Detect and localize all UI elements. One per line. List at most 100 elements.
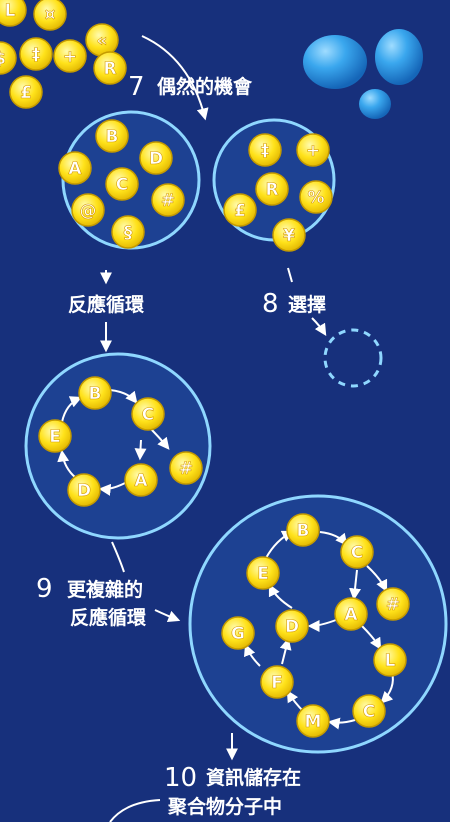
circle-a-ball-3: D — [139, 141, 173, 175]
svg-text:¤: ¤ — [45, 5, 56, 25]
svg-text:+: + — [63, 47, 77, 67]
connector-arrows — [100, 35, 327, 822]
step10-line1: 資訊儲存在 — [206, 766, 301, 789]
circle-b-ball-2: + — [296, 133, 330, 167]
step10-label: 10 資訊儲存在 聚合物分子中 — [164, 763, 301, 818]
curve-bottom — [109, 799, 161, 822]
circle-b-ball-1: ‡ — [248, 133, 282, 167]
cycle-big-ball-6: D — [275, 609, 309, 643]
step7-text: 偶然的機會 — [157, 75, 253, 98]
step8-text: 選擇 — [288, 294, 326, 316]
circle-a-ball-4: C — [105, 167, 139, 201]
svg-text:%: % — [307, 188, 324, 208]
svg-text:A: A — [68, 159, 82, 179]
top-ball-1: L — [0, 0, 27, 27]
circle-a-ball-5: @ — [71, 193, 105, 227]
svg-text:@: @ — [80, 201, 97, 221]
cycle-small-ball-3: E — [38, 419, 72, 453]
circle-b-ball-6: ¥ — [272, 218, 306, 252]
svg-text:¥: ¥ — [283, 226, 295, 246]
bubble-cluster — [303, 29, 423, 119]
cycle-small-ball-4: # — [169, 451, 203, 485]
step9-line2: 反應循環 — [70, 606, 147, 629]
arrow-to-step8-circle — [141, 35, 209, 121]
top-ball-4: ‡ — [19, 37, 53, 71]
circle-b-ball-4: % — [299, 180, 333, 214]
svg-text:B: B — [297, 521, 310, 541]
step8-label: 8 選擇 — [262, 289, 326, 319]
cycle-big-ball-9: F — [260, 665, 294, 699]
step8-number: 8 — [262, 289, 279, 319]
svg-text:L: L — [5, 1, 16, 21]
svg-text:C: C — [363, 702, 375, 722]
cycle-small-ball-1: B — [78, 376, 112, 410]
circle-a-ball-7: § — [111, 215, 145, 249]
arrow-step9-in — [111, 541, 125, 573]
svg-text:#: # — [179, 459, 193, 479]
top-ball-6: « — [85, 23, 119, 57]
circle-a-ball-1: B — [95, 119, 129, 153]
svg-text:A: A — [344, 605, 358, 625]
bubble-2 — [375, 29, 423, 85]
cycle-big-ball-10: C — [352, 694, 386, 728]
top-ball-7: R — [93, 51, 127, 85]
svg-text:B: B — [89, 384, 102, 404]
circle-a-ball-2: A — [58, 151, 92, 185]
step7-label: 7 偶然的機會 — [128, 72, 253, 102]
cycle-big-ball-2: C — [340, 535, 374, 569]
cycle-big-ball-7: G — [221, 616, 255, 650]
svg-text:R: R — [265, 180, 278, 200]
svg-text:M: M — [305, 712, 322, 732]
svg-text:L: L — [385, 651, 396, 671]
svg-text:§: § — [124, 223, 133, 243]
svg-text:£: £ — [20, 83, 32, 103]
top-ball-5: + — [53, 39, 87, 73]
step9-line1: 更複雜的 — [67, 578, 143, 601]
circle-a-ball-6: # — [151, 183, 185, 217]
svg-text:E: E — [257, 564, 269, 584]
svg-text:+: + — [306, 141, 320, 161]
step9-number: 9 — [36, 574, 53, 604]
svg-text:B: B — [106, 127, 119, 147]
svg-text:G: G — [231, 624, 245, 644]
svg-text:A: A — [134, 471, 148, 491]
step9-label: 9 更複雜的 反應循環 — [36, 574, 147, 629]
svg-text:F: F — [271, 673, 283, 693]
cycle-big-ball-8: L — [373, 643, 407, 677]
svg-text:D: D — [149, 149, 163, 169]
top-ball-3: $ — [0, 41, 17, 75]
arrow-step9-out — [154, 609, 181, 623]
arrow-select-1 — [287, 267, 293, 283]
step10-number: 10 — [164, 763, 197, 793]
cycle-big-ball-4: A — [334, 597, 368, 631]
cycle-small-ball-5: A — [124, 463, 158, 497]
cycle-small-ball-6: D — [67, 473, 101, 507]
svg-text:#: # — [161, 191, 175, 211]
top-ball-8: £ — [9, 75, 43, 109]
svg-text:E: E — [49, 427, 61, 447]
svg-text:‡: ‡ — [261, 141, 270, 161]
svg-text:R: R — [103, 59, 116, 79]
svg-text:C: C — [142, 405, 154, 425]
top-ball-2: ¤ — [33, 0, 67, 31]
cycle-big-ball-3: E — [246, 556, 280, 590]
cycle-small-ball-2: C — [131, 397, 165, 431]
bubble-3 — [359, 89, 391, 119]
cycle-big-ball-1: B — [286, 513, 320, 547]
circle-b-ball-5: £ — [223, 193, 257, 227]
svg-text:C: C — [116, 175, 128, 195]
svg-text:£: £ — [234, 201, 246, 221]
arrow-select-2 — [311, 317, 327, 337]
cycle-big-ball-5: # — [376, 587, 410, 621]
dashed-circle — [323, 328, 383, 388]
step7-number: 7 — [128, 72, 145, 102]
svg-text:#: # — [386, 595, 400, 615]
svg-text:D: D — [77, 481, 91, 501]
svg-text:$: $ — [0, 49, 6, 69]
svg-text:‡: ‡ — [32, 45, 41, 65]
bubble-1 — [303, 35, 367, 89]
feedback-loop-label: 反應循環 — [68, 293, 145, 316]
